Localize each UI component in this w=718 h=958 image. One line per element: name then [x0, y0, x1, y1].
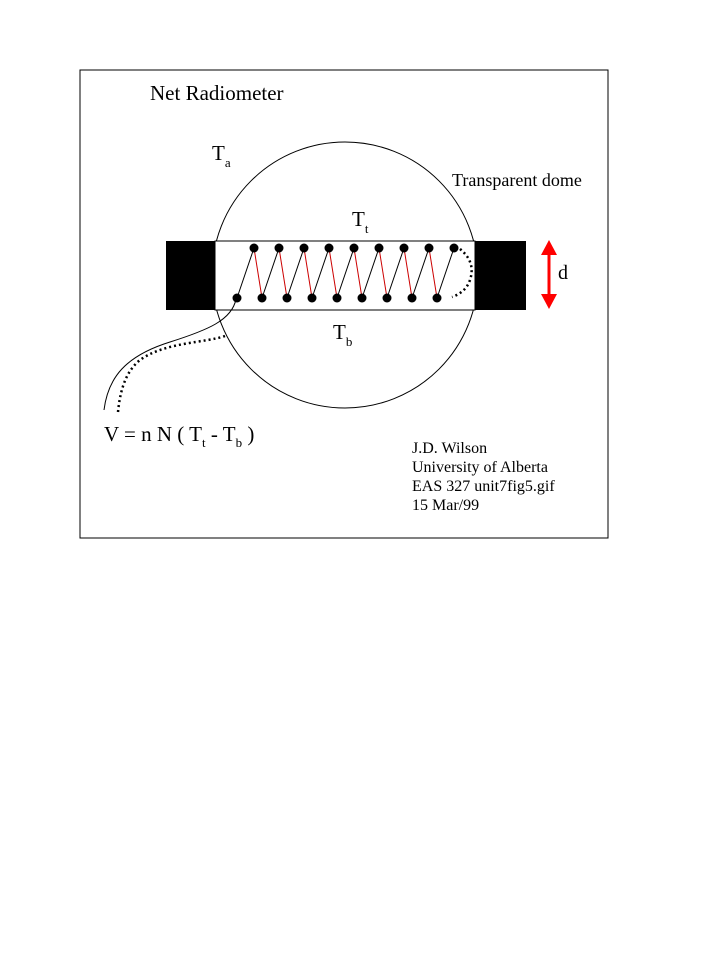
thermopile-wire-black	[361, 247, 380, 299]
bottom-junction	[257, 293, 267, 303]
thermopile-wire-black	[386, 247, 405, 299]
bottom-junction	[382, 293, 392, 303]
top-junction	[399, 243, 409, 253]
credit-line: 15 Mar/99	[412, 497, 479, 514]
solid-lead-wire	[103, 298, 237, 411]
bottom-junction	[307, 293, 317, 303]
thermopile-wire-red	[303, 247, 313, 299]
thermopile-wire-black	[261, 247, 280, 299]
ambient-temp-label: Ta	[212, 141, 231, 170]
credit-line: University of Alberta	[412, 459, 548, 476]
bottom-junction	[282, 293, 292, 303]
top-junction	[299, 243, 309, 253]
thermopile-wire-red	[428, 247, 438, 299]
thermopile-wire-red	[328, 247, 338, 299]
right-mount-block	[475, 241, 526, 310]
top-junction	[374, 243, 384, 253]
figure-frame	[79, 69, 609, 539]
credit-line: EAS 327 unit7fig5.gif	[412, 478, 555, 495]
voltage-equation: V = n N ( Tt - Tb )	[104, 422, 254, 450]
thermopile-wire-black	[311, 247, 330, 299]
figure-title: Net Radiometer	[150, 81, 284, 105]
thermopile-wire-red	[378, 247, 388, 299]
top-junction	[324, 243, 334, 253]
top-junction	[449, 243, 459, 253]
thermopile-wire-black	[236, 247, 255, 299]
thickness-arrow	[541, 240, 557, 309]
bottom-junction	[232, 293, 242, 303]
dome-label: Transparent dome	[452, 170, 582, 190]
credits: J.D. Wilson University of Alberta EAS 32…	[412, 440, 555, 514]
bottom-temp-label: Tb	[333, 320, 352, 349]
top-junction	[349, 243, 359, 253]
left-mount-block	[166, 241, 215, 310]
top-junction	[249, 243, 259, 253]
top-junction	[274, 243, 284, 253]
dotted-end-lead	[451, 248, 473, 299]
thermopile-wire-red	[353, 247, 363, 299]
thermopile-wire-red	[253, 247, 263, 299]
top-junction	[424, 243, 434, 253]
top-temp-label: Tt	[352, 207, 369, 236]
thermopile	[232, 243, 459, 303]
thermopile-wire-black	[411, 247, 430, 299]
thermopile-wire-black	[336, 247, 355, 299]
thermopile-wire-black	[286, 247, 305, 299]
thickness-label: d	[558, 262, 568, 284]
bottom-junction	[332, 293, 342, 303]
thermopile-wire-red	[403, 247, 413, 299]
thermopile-wire-red	[278, 247, 288, 299]
bottom-junction	[407, 293, 417, 303]
dotted-lead-wire	[116, 334, 226, 413]
thermopile-wire-black	[436, 247, 455, 299]
credit-line: J.D. Wilson	[412, 440, 487, 457]
bottom-junction	[357, 293, 367, 303]
bottom-junction	[432, 293, 442, 303]
